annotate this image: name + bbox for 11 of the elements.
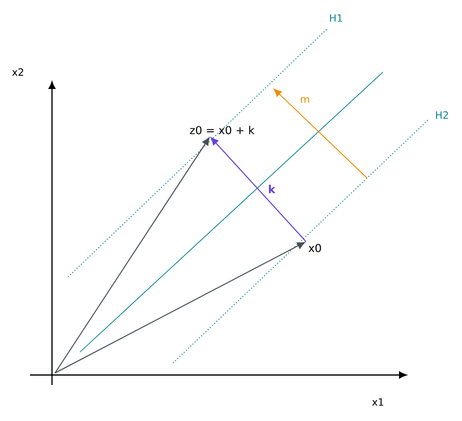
vector-arrow bbox=[54, 137, 210, 374]
axis-label: H2 bbox=[436, 111, 448, 119]
point-label: z0 = x0 + k bbox=[190, 126, 254, 134]
vector-arrow bbox=[54, 242, 305, 374]
axis-label: m bbox=[301, 97, 310, 103]
vector-arrow bbox=[210, 137, 306, 242]
axis-label: H1 bbox=[330, 14, 342, 22]
axis-label: x2 bbox=[12, 68, 24, 76]
edge-label: k bbox=[267, 184, 276, 194]
point-label: x0 bbox=[308, 244, 321, 252]
axis-label: x1 bbox=[372, 398, 384, 406]
